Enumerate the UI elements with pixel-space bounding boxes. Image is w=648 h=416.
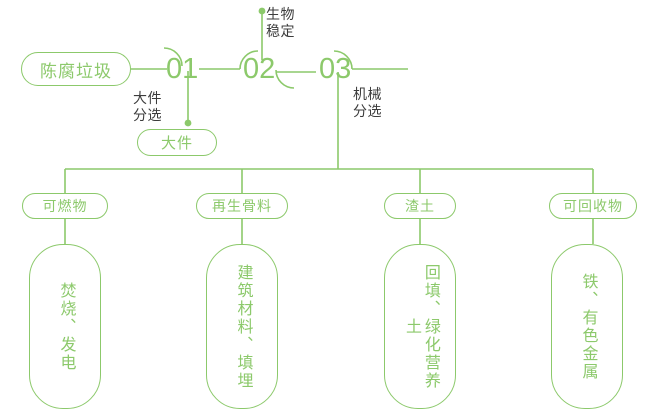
arc-stage3 <box>333 50 353 70</box>
stage-number-01[interactable]: 01 <box>166 53 199 85</box>
category-node-slag-soil[interactable]: 渣土 <box>384 193 456 219</box>
node-dot-bio <box>258 7 266 15</box>
category-node-combustible[interactable]: 可燃物 <box>22 193 108 219</box>
arc-stage2-upper <box>239 50 259 70</box>
outcome-text-slag-soil: 回填、绿化营养土 <box>403 263 439 390</box>
outcome-box-recycled-aggregate[interactable]: 建筑材料、填埋 <box>206 244 278 409</box>
source-node-chenfu-laji[interactable]: 陈腐垃圾 <box>21 52 131 86</box>
stage-01-annotation: 大件 分选 <box>133 90 162 124</box>
node-dot-bulky <box>184 119 192 127</box>
outcome-box-combustible[interactable]: 焚烧、发电 <box>29 244 101 409</box>
stage-02-annotation: 生物 稳定 <box>266 6 295 40</box>
stage-number-02[interactable]: 02 <box>243 53 276 85</box>
arc-stage1 <box>163 47 183 67</box>
outcome-text-combustible: 焚烧、发电 <box>57 281 75 372</box>
outcome-text-recycled-aggregate: 建筑材料、填埋 <box>234 263 252 390</box>
outcome-box-slag-soil[interactable]: 回填、绿化营养土 <box>384 244 456 409</box>
outcome-text-recyclables: 铁、有色金属 <box>579 272 597 381</box>
category-node-recyclables[interactable]: 可回收物 <box>549 193 637 219</box>
category-node-recycled-aggregate[interactable]: 再生骨料 <box>196 193 288 219</box>
stage-03-annotation: 机械 分选 <box>353 86 382 120</box>
outcome-box-recyclables[interactable]: 铁、有色金属 <box>551 244 623 409</box>
stage-number-03[interactable]: 03 <box>319 53 352 85</box>
output-node-bulky[interactable]: 大件 <box>137 129 217 156</box>
